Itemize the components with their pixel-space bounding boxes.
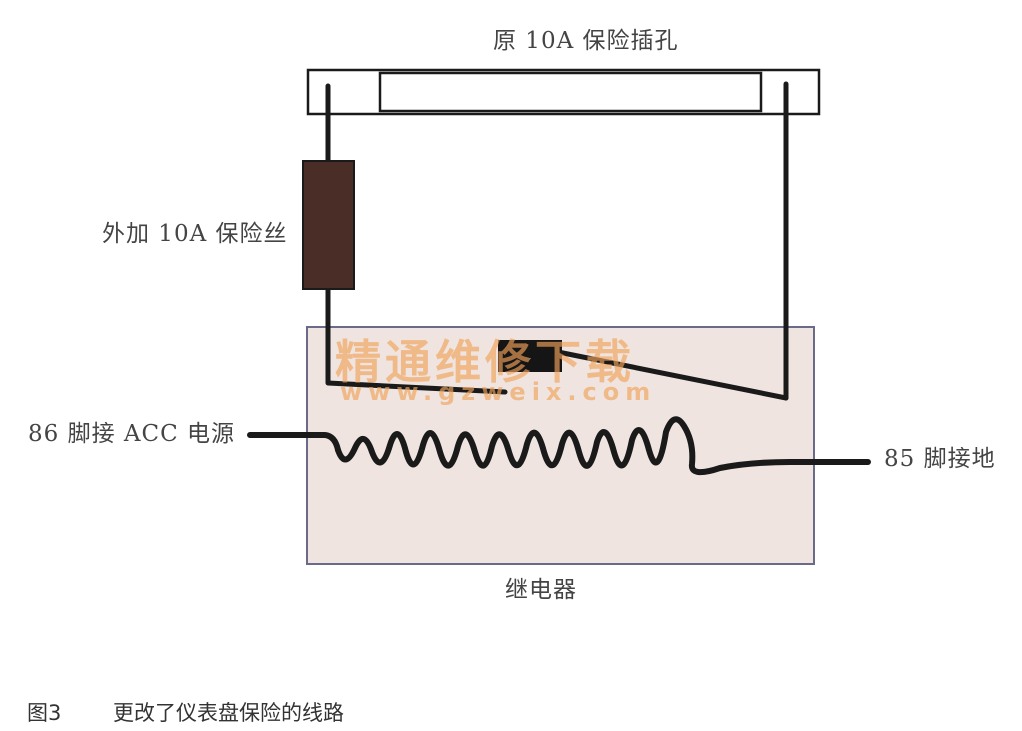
fuse-socket-label: 原 10A 保险插孔: [493, 28, 679, 54]
relay-contact-block: [498, 340, 562, 372]
relay-label: 继电器: [505, 577, 577, 603]
fuse-socket-inner-bar: [378, 71, 763, 113]
pin86-label: 86 脚接 ACC 电源: [28, 421, 236, 447]
added-fuse-body: [302, 160, 355, 290]
added-fuse-label: 外加 10A 保险丝: [102, 221, 288, 247]
figure-number: 图3: [27, 701, 62, 725]
figure-caption: 更改了仪表盘保险的线路: [113, 701, 344, 725]
relay-switch-arm: [555, 349, 789, 401]
pin85-label: 85 脚接地: [884, 446, 996, 472]
relay-coil: [335, 416, 871, 476]
